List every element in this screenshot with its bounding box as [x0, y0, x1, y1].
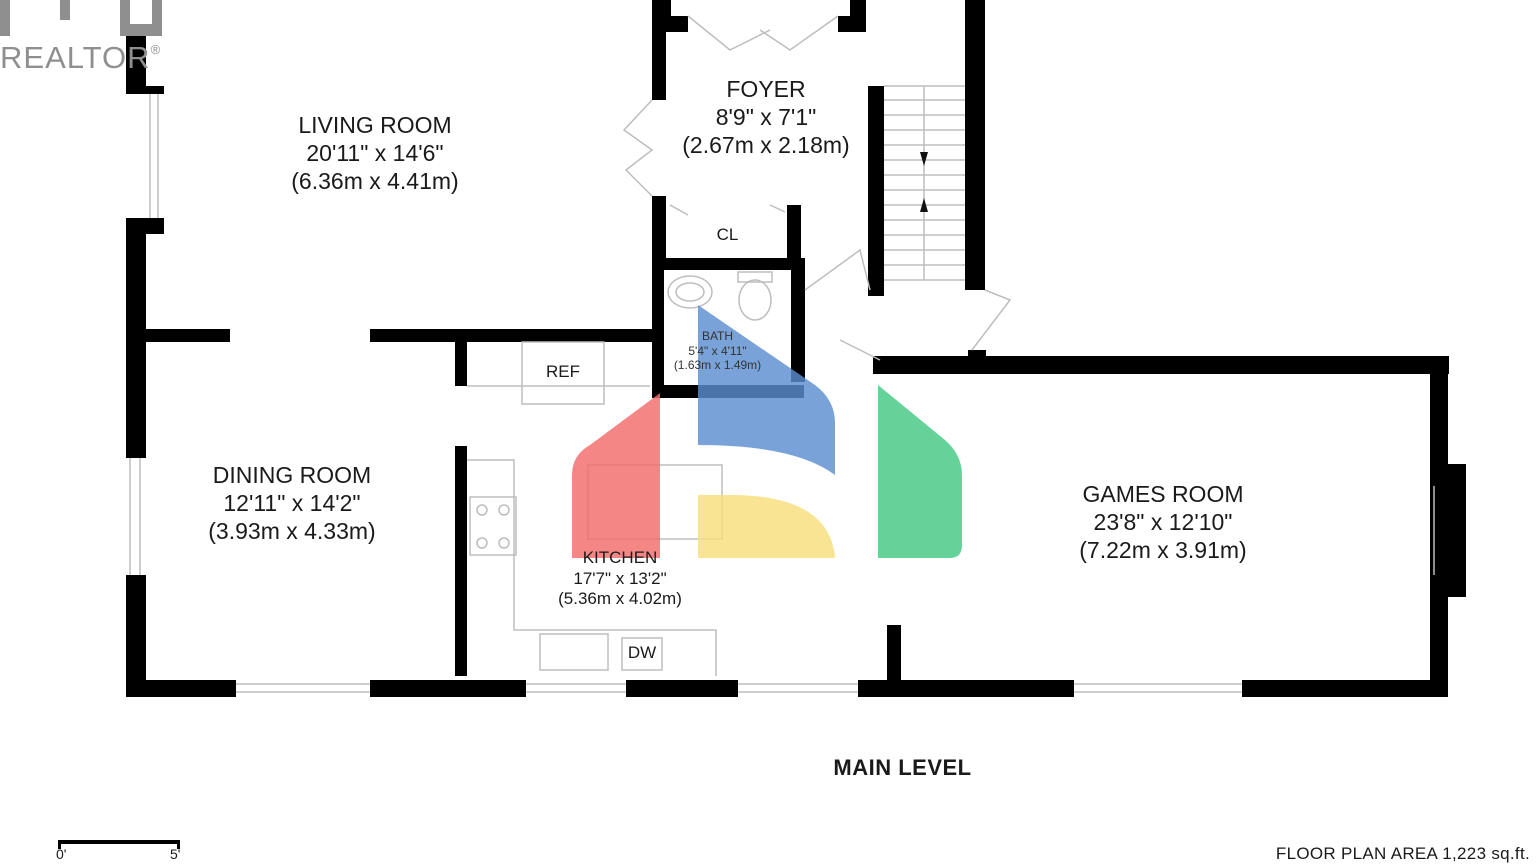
bath-name: BATH [701, 329, 734, 343]
scale-bar [58, 840, 180, 849]
foyer-name: FOYER [726, 76, 806, 102]
logo-blue-shape [698, 305, 835, 475]
stair-arrows [920, 152, 928, 212]
realtor-logo-icon [0, 0, 162, 36]
foyer-label: FOYER 8'9" x 7'1" (2.67m x 2.18m) [666, 75, 866, 159]
foyer-imperial: 8'9" x 7'1" [715, 104, 817, 131]
scale-start: 0' [56, 846, 67, 862]
games-room-name: GAMES ROOM [1082, 481, 1244, 507]
floor-plan-area: FLOOR PLAN AREA 1,223 sq.ft. [1275, 844, 1530, 863]
foyer-metric: (2.67m x 2.18m) [682, 132, 850, 159]
living-room-label: LIVING ROOM 20'11" x 14'6" (6.36m x 4.41… [262, 111, 488, 195]
logo-red-shape [572, 393, 660, 558]
ref-label: REF [528, 362, 598, 383]
kitchen-label: KITCHEN 17'7" x 13'2" (5.36m x 4.02m) [530, 548, 710, 610]
scale-end: 5' [170, 846, 181, 862]
living-room-imperial: 20'11" x 14'6" [306, 140, 444, 167]
registered-mark: ® [150, 42, 162, 57]
living-room-name: LIVING ROOM [298, 112, 452, 138]
fixtures [129, 15, 1435, 693]
games-room-label: GAMES ROOM 23'8" x 12'10" (7.22m x 3.91m… [1050, 480, 1276, 564]
realtor-watermark: REALTOR® [0, 40, 161, 76]
kitchen-imperial: 17'7" x 13'2" [573, 568, 667, 588]
dining-room-name: DINING ROOM [212, 462, 372, 488]
brand-logo-icon [572, 305, 962, 558]
games-room-imperial: 23'8" x 12'10" [1093, 509, 1233, 536]
closet-label: CL [700, 225, 755, 246]
logo-yellow-shape [698, 495, 835, 558]
dining-room-label: DINING ROOM 12'11" x 14'2" (3.93m x 4.33… [180, 461, 404, 545]
level-title: MAIN LEVEL [833, 755, 972, 780]
ref-name: REF [546, 362, 580, 381]
dw-label: DW [622, 643, 662, 664]
dining-room-imperial: 12'11" x 14'2" [223, 490, 361, 517]
closet-name: CL [716, 225, 739, 244]
dw-name: DW [627, 643, 657, 662]
logo-green-shape [878, 385, 962, 558]
walls [126, 0, 1466, 697]
dining-room-metric: (3.93m x 4.33m) [208, 518, 376, 545]
bath-imperial: 5'4" x 4'11" [688, 343, 747, 358]
bath-metric: (1.63m x 1.49m) [673, 358, 762, 373]
living-room-metric: (6.36m x 4.41m) [291, 168, 459, 195]
games-room-metric: (7.22m x 3.91m) [1079, 537, 1247, 564]
kitchen-name: KITCHEN [582, 548, 658, 567]
realtor-brand: REALTOR [0, 40, 151, 75]
kitchen-metric: (5.36m x 4.02m) [558, 589, 682, 609]
bath-label: BATH 5'4" x 4'11" (1.63m x 1.49m) [660, 329, 775, 373]
